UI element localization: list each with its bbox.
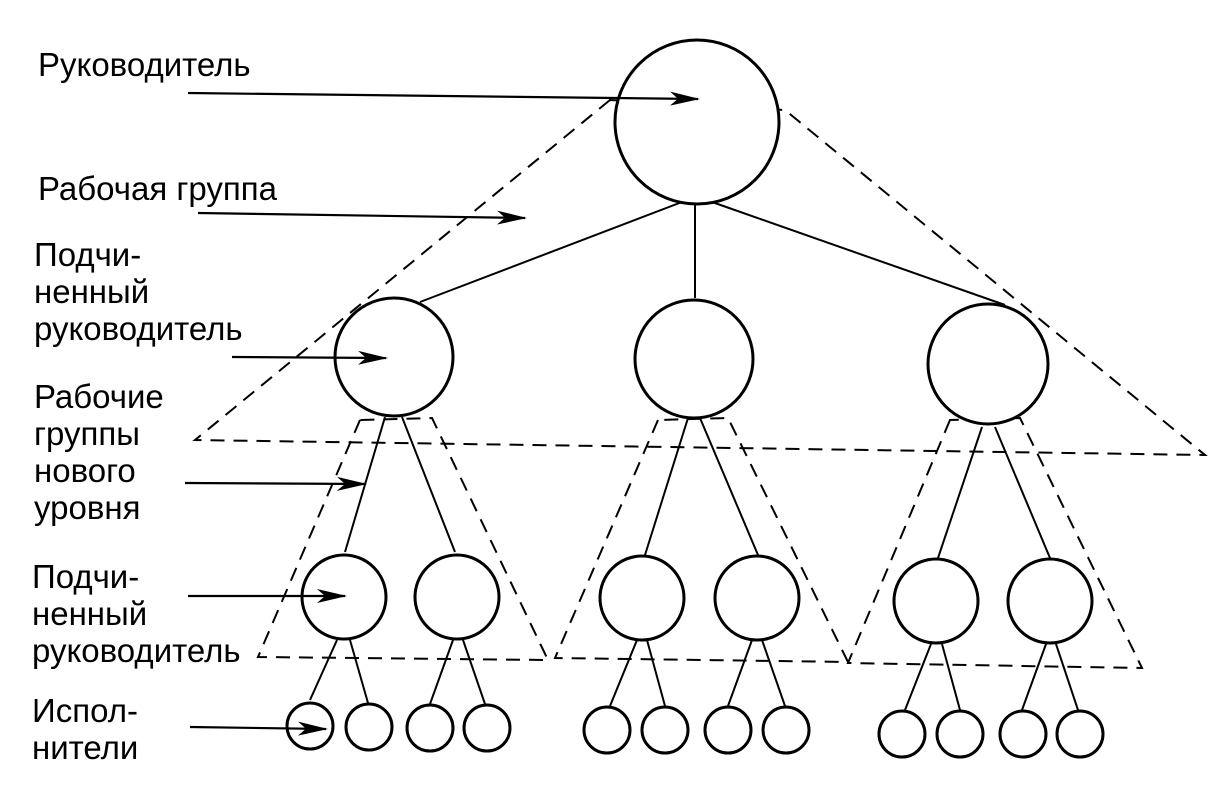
sub-manager-label-line: Подчи- bbox=[32, 558, 140, 595]
new-level-groups-pointer-arrow bbox=[184, 476, 367, 491]
connector-line bbox=[941, 643, 961, 711]
connector-line bbox=[349, 639, 369, 704]
connector-line bbox=[994, 426, 1051, 559]
work-group-label-text: Рабочая группа bbox=[38, 170, 277, 207]
executor-node bbox=[761, 705, 811, 755]
right-new-level-group-triangle bbox=[846, 416, 1144, 670]
sub-manager-label-upper: Подчи- ненный руководитель bbox=[34, 236, 243, 347]
connector-line bbox=[644, 417, 689, 556]
executor-node bbox=[703, 705, 753, 755]
sub-manager-node bbox=[926, 302, 1050, 426]
manager-label-text: Руководитель bbox=[38, 46, 251, 83]
sub-manager-label-line: руководитель bbox=[32, 632, 241, 669]
connector-line bbox=[609, 639, 638, 707]
executor-node bbox=[640, 705, 690, 755]
executor-node bbox=[877, 709, 927, 759]
sub-manager-node bbox=[413, 553, 501, 641]
new-level-groups-label-line: Рабочие bbox=[34, 378, 164, 415]
new-level-groups-label: Рабочие группы нового уровня bbox=[34, 378, 164, 526]
connector-line bbox=[462, 639, 486, 705]
new-level-groups-label-line: нового bbox=[34, 452, 136, 489]
center-new-level-group-triangle bbox=[553, 416, 850, 664]
connector-line bbox=[937, 426, 983, 559]
executors-label: Испол- нители bbox=[32, 692, 138, 766]
sub-manager-label-line: руководитель bbox=[34, 310, 243, 347]
sub-manager-label-line: Подчи- bbox=[34, 236, 142, 273]
executors-pointer-arrow bbox=[189, 721, 328, 736]
sub-manager-node bbox=[598, 554, 686, 642]
connector-line bbox=[1021, 643, 1047, 711]
executor-node bbox=[405, 703, 455, 753]
sub-manager-node bbox=[892, 557, 980, 645]
sub-manager-label-line: ненный bbox=[34, 273, 150, 310]
new-level-groups-label-line: уровня bbox=[34, 489, 141, 526]
connector-line bbox=[419, 201, 683, 303]
sub-manager-label-line: ненный bbox=[32, 595, 148, 632]
new-level-groups-label-line: группы bbox=[34, 415, 140, 452]
executor-node bbox=[998, 709, 1048, 759]
executor-node bbox=[1055, 709, 1105, 759]
connector-line bbox=[429, 639, 454, 705]
sub-manager-label-lower: Подчи- ненный руководитель bbox=[32, 558, 241, 669]
executor-node bbox=[285, 701, 335, 751]
manager-node bbox=[613, 38, 781, 206]
sub-manager-node bbox=[1006, 557, 1094, 645]
sub-manager-node bbox=[713, 554, 801, 642]
connector-line bbox=[646, 639, 666, 707]
sub-manager-node bbox=[633, 298, 755, 420]
connector-line bbox=[401, 416, 456, 553]
executor-node bbox=[462, 703, 512, 753]
connector-line bbox=[1055, 643, 1079, 711]
sub-manager-pointer-arrow bbox=[231, 350, 388, 365]
executors-label-line: нители bbox=[32, 729, 139, 766]
executor-node bbox=[935, 709, 985, 759]
manager-label: Руководитель bbox=[38, 46, 251, 83]
connector-line bbox=[699, 417, 759, 556]
manager-pointer-arrow bbox=[187, 91, 700, 106]
executor-node bbox=[582, 705, 632, 755]
connector-line bbox=[309, 639, 338, 701]
work-group-pointer-arrow bbox=[197, 210, 527, 225]
connector-line bbox=[904, 643, 932, 711]
work-group-label: Рабочая группа bbox=[38, 170, 277, 207]
executor-node bbox=[344, 702, 394, 752]
connector-line bbox=[761, 639, 786, 707]
executors-label-line: Испол- bbox=[32, 692, 138, 729]
left-new-level-group-triangle bbox=[256, 416, 550, 662]
connector-line bbox=[727, 639, 753, 707]
connector-line bbox=[711, 201, 1006, 306]
